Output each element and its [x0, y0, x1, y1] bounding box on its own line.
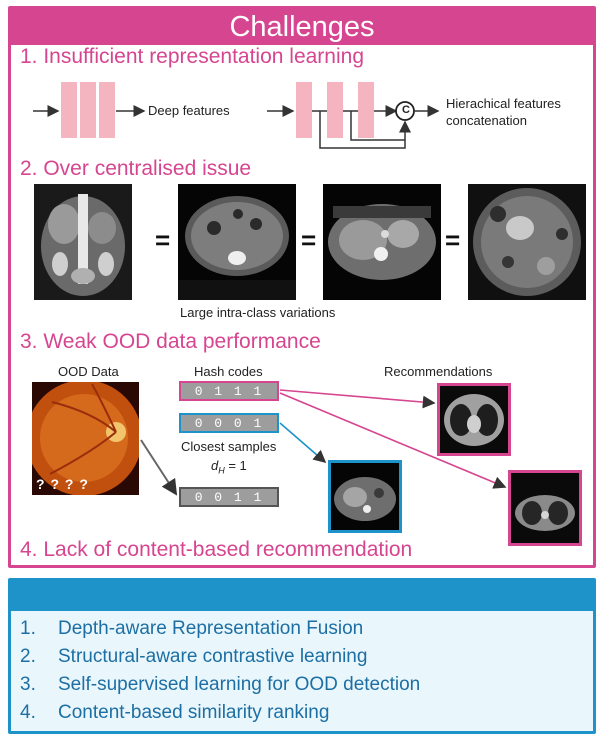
layer-block — [80, 82, 96, 138]
solution-text: Structural-aware contrastive learning — [58, 646, 368, 667]
section-title-recommendation: 4. Lack of content-based recommendation — [20, 538, 413, 561]
hier-features-label: Hierachical features — [446, 96, 561, 111]
ood-data-label: OOD Data — [58, 364, 119, 379]
layer-block — [61, 82, 77, 138]
layer-block — [327, 82, 343, 138]
ct-axial-image-2 — [323, 184, 441, 300]
closest-arrow — [279, 422, 327, 464]
skip-connection — [319, 111, 411, 149]
solution-item: 1. Depth-aware Representation Fusion — [20, 618, 363, 640]
hash-code-2: 0 0 0 1 — [179, 413, 279, 433]
recommend-arrow-2 — [279, 392, 507, 489]
solution-item: 3. Self-supervised learning for OOD detec… — [20, 674, 420, 696]
hash-code-3: 0 0 1 1 — [179, 487, 279, 507]
ct-coronal-image — [34, 184, 132, 300]
equals-sign: = — [445, 225, 461, 255]
intra-class-caption: Large intra-class variations — [180, 305, 336, 320]
fundus-image: ? ? ? ? — [32, 382, 139, 495]
equals-sign: = — [155, 225, 171, 255]
rec-chest-ct-2 — [508, 470, 582, 546]
ood-arrow — [140, 439, 178, 496]
hash-code-1: 0 1 1 1 — [179, 381, 279, 401]
hier-features-label-2: concatenation — [446, 113, 527, 128]
layer-block — [358, 82, 374, 138]
recommendations-label: Recommendations — [384, 364, 493, 379]
closest-sample-ct — [328, 460, 402, 533]
ct-axial-image-3 — [468, 184, 586, 300]
solution-item: 2. Structural-aware contrastive learning — [20, 646, 367, 668]
ct-axial-image-1 — [178, 184, 296, 300]
solution-text: Depth-aware Representation Fusion — [58, 618, 364, 639]
solutions-panel — [8, 578, 596, 734]
solutions-header — [11, 581, 593, 611]
solution-number: 2. — [20, 646, 36, 667]
solution-text: Content-based similarity ranking — [58, 702, 330, 723]
deep-features-label: Deep features — [148, 103, 230, 118]
challenges-header: Challenges — [11, 9, 593, 45]
layer-block — [296, 82, 312, 138]
equals-sign: = — [301, 225, 317, 255]
rec-chest-ct-1 — [437, 383, 511, 456]
dh-symbol: d — [211, 458, 219, 473]
solution-number: 1. — [20, 618, 36, 639]
solutions-list: 1. Depth-aware Representation Fusion 2. St… — [8, 578, 596, 734]
section-title-centralised: 2. Over centralised issue — [20, 157, 252, 180]
recommend-arrow-1 — [279, 389, 436, 409]
layer-block — [99, 82, 115, 138]
ood-question-marks: ? ? ? ? — [36, 476, 89, 492]
solution-text: Self-supervised learning for OOD detecti… — [58, 674, 421, 695]
concat-symbol: C — [402, 104, 410, 116]
hash-codes-label: Hash codes — [194, 364, 263, 379]
dh-value: = 1 — [224, 458, 247, 473]
solution-item: 4. Content-based similarity ranking — [20, 702, 329, 724]
dh-subscript: H — [218, 465, 225, 476]
section-title-representation: 1. Insufficient representation learning — [20, 45, 364, 68]
solution-number: 3. — [20, 674, 36, 695]
hamming-distance-label: dH = 1 — [211, 458, 247, 476]
solution-number: 4. — [20, 702, 36, 723]
section-title-ood: 3. Weak OOD data performance — [20, 330, 321, 353]
closest-samples-label: Closest samples — [181, 439, 277, 454]
skip-connection — [350, 111, 396, 141]
